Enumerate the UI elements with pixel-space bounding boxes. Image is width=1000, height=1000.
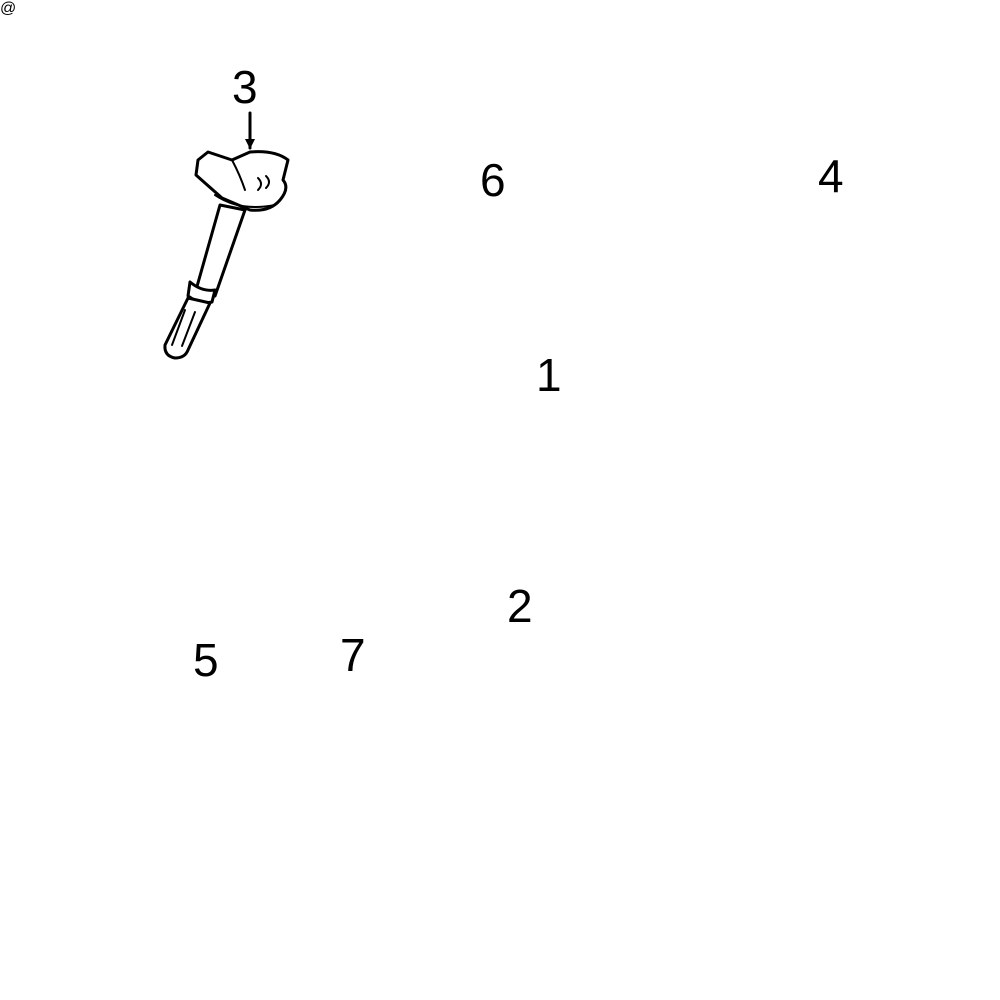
callout-label-6: 6 [480,154,506,206]
ignition-coil-illustration[interactable] [163,111,290,360]
crankshaft-sensor-illustration[interactable]: @ [0,0,17,17]
callout-label-3: 3 [232,61,258,113]
callout-label-7: 7 [340,629,366,681]
callout-label-2: 2 [507,580,533,632]
callout-label-4: 4 [818,150,844,202]
callout-label-5: 5 [193,634,219,686]
callout-label-1: 1 [536,349,562,401]
